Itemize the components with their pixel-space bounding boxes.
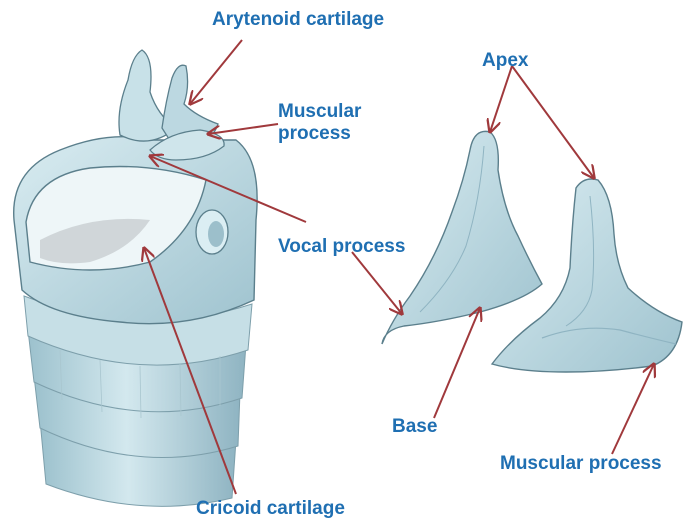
arrow-vocal-right	[352, 252, 402, 314]
trachea-rings	[24, 296, 252, 506]
arrow-apex-right	[512, 66, 594, 178]
label-apex: Apex	[482, 50, 528, 72]
label-cricoid-cartilage: Cricoid cartilage	[196, 498, 345, 520]
label-arytenoid-cartilage: Arytenoid cartilage	[212, 9, 384, 31]
arytenoid-illustration-front	[382, 131, 542, 344]
label-muscular-process-left: Muscular process	[278, 101, 361, 145]
arrow-apex-left	[490, 66, 512, 132]
arrow-muscular-right	[612, 364, 654, 454]
larynx-illustration	[14, 50, 257, 506]
label-base: Base	[392, 416, 437, 438]
arrow-arytenoid	[190, 40, 242, 104]
arrow-muscular-left	[208, 124, 278, 134]
label-vocal-process: Vocal process	[278, 236, 405, 258]
cricoid-cartilage-shape	[14, 137, 257, 324]
arrow-base	[434, 308, 480, 418]
label-muscular-process-right: Muscular process	[500, 453, 662, 475]
